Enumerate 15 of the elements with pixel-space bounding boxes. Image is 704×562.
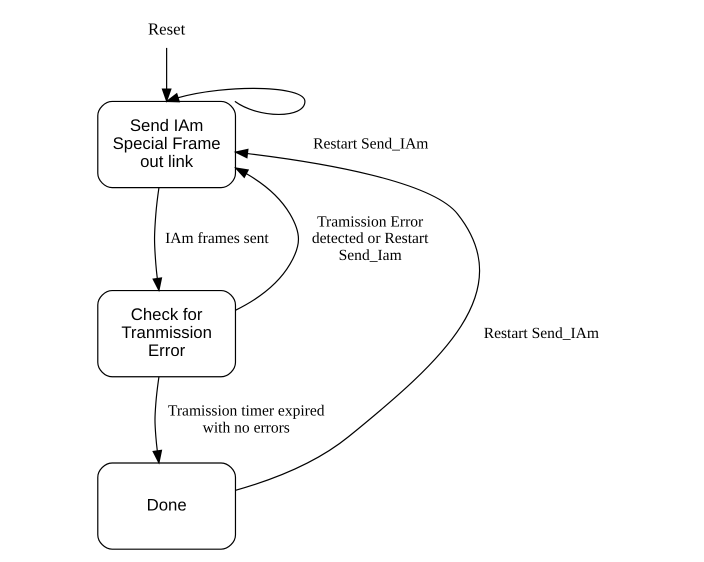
- arrow: [234, 167, 299, 311]
- node-box: Send IAm Special Frame out link: [96, 100, 236, 188]
- arrow: [233, 148, 480, 491]
- edge-label: IAm frames sent: [164, 230, 268, 248]
- edge-label: Restart Send_IAm: [483, 324, 599, 342]
- arrow: [152, 376, 162, 465]
- edge-label: Tramission timer expired with no errors: [167, 402, 324, 436]
- edge-label: Restart Send_IAm: [312, 136, 428, 153]
- node-box: Done: [96, 462, 236, 550]
- node-box: Check for Tranmission Error: [96, 290, 236, 378]
- arrow: [152, 188, 162, 292]
- edge-label: Tramission Error detected or Restart Send_Iam: [311, 213, 428, 264]
- arrow: [161, 48, 172, 103]
- arrow: [164, 88, 305, 116]
- node-text: Reset: [148, 20, 185, 39]
